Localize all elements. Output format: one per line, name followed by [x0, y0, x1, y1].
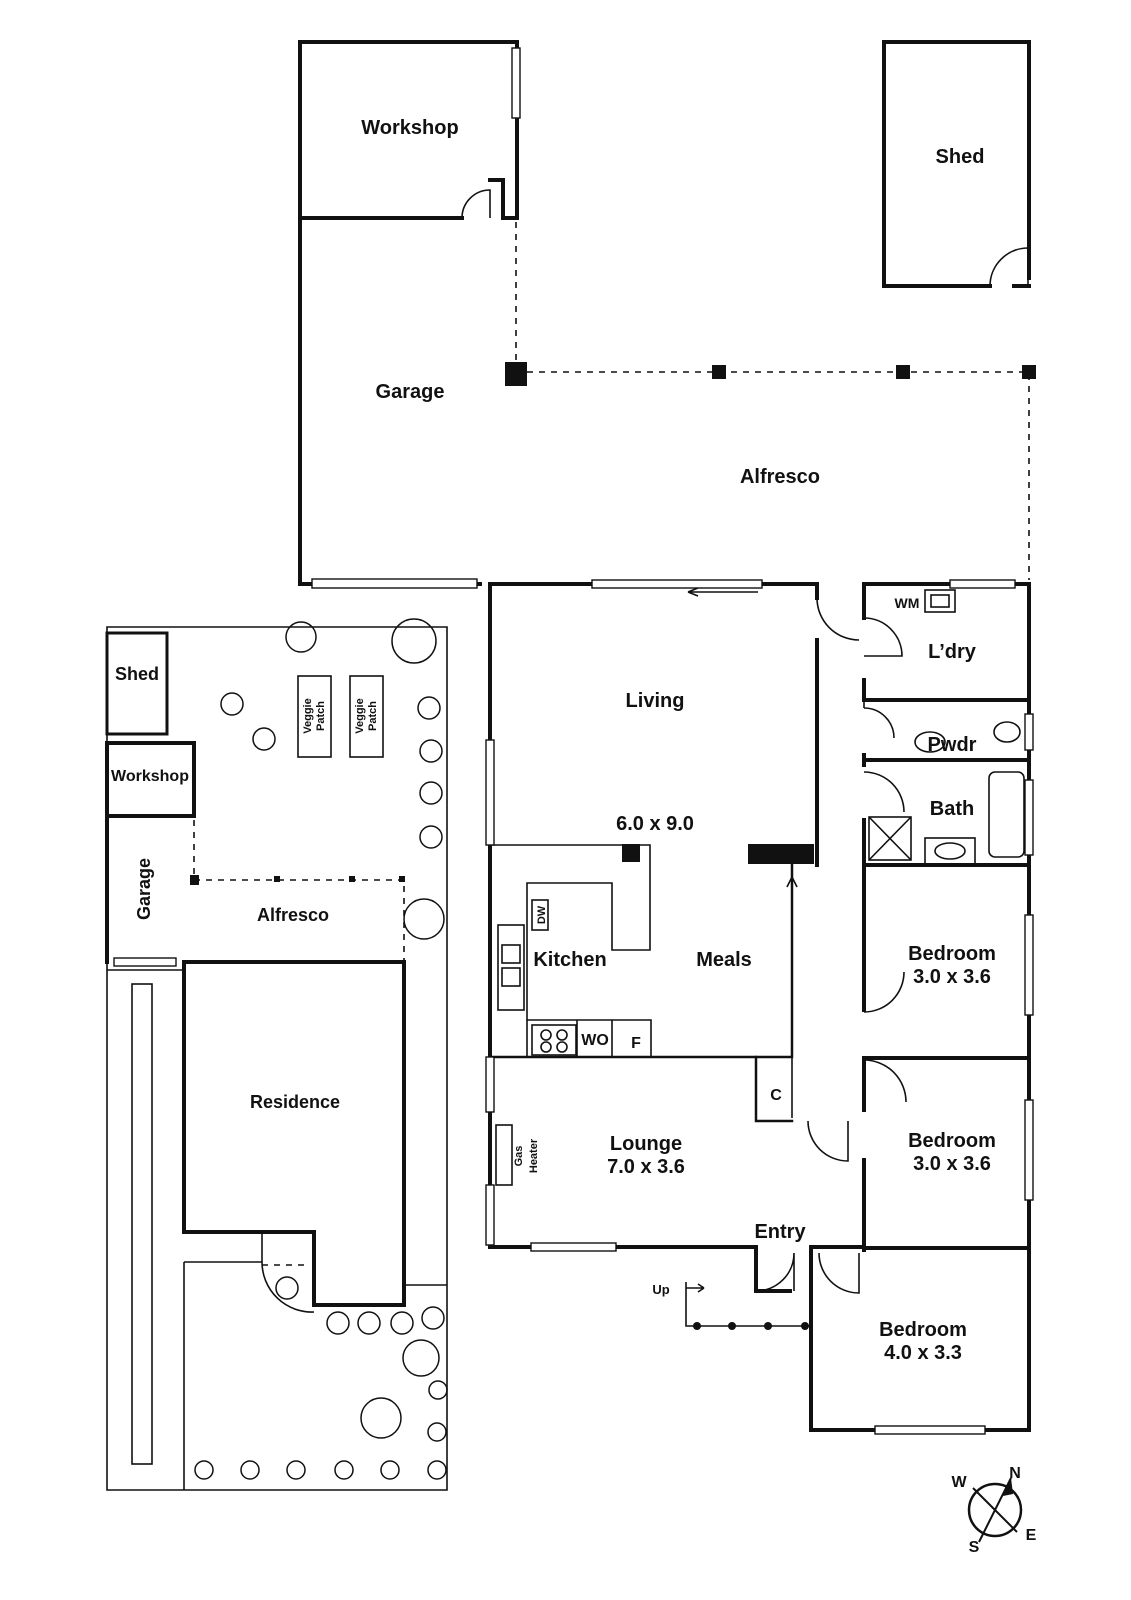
post-marker [505, 362, 527, 386]
room-label-lounge: Lounge [610, 1133, 682, 1155]
site-label-veggie-1a: Veggie [302, 698, 314, 733]
compass-ring [967, 1482, 1023, 1538]
garage-structure [298, 216, 527, 589]
room-label-bedroom-3: Bedroom [879, 1319, 967, 1341]
room-label-workshop: Workshop [361, 117, 458, 139]
room-dims-living: 6.0 x 9.0 [616, 813, 694, 835]
room-dims-bedroom-2: 3.0 x 3.6 [913, 1153, 991, 1175]
site-label-alfresco: Alfresco [257, 905, 329, 925]
room-dims-bedroom-3: 4.0 x 3.3 [884, 1342, 962, 1364]
house-fixtures [495, 587, 1025, 1330]
house-walls [488, 582, 1031, 1432]
site-label-residence: Residence [250, 1092, 340, 1112]
room-dims-lounge: 7.0 x 3.6 [607, 1156, 685, 1178]
house-windows [485, 579, 1034, 1435]
room-label-kitchen: Kitchen [533, 949, 606, 971]
room-dims-bedroom-1: 3.0 x 3.6 [913, 966, 991, 988]
site-residence-outline [182, 960, 406, 1307]
site-label-shed: Shed [115, 664, 159, 684]
compass-south: S [969, 1539, 980, 1556]
alfresco-posts [527, 365, 1036, 580]
shed-building [882, 40, 1031, 288]
veggie-patch-2 [349, 675, 384, 758]
room-label-bath: Bath [930, 798, 974, 820]
room-label-laundry: L’dry [928, 641, 977, 663]
room-label-powder: Pwdr [928, 734, 977, 756]
room-label-cupboard: C [770, 1087, 782, 1104]
room-label-living: Living [626, 690, 685, 712]
fixture-label-fridge: F [631, 1035, 641, 1052]
compass-east: E [1026, 1527, 1037, 1544]
room-label-alfresco: Alfresco [740, 466, 820, 488]
room-label-entry: Entry [754, 1221, 806, 1243]
compass-needle [972, 1477, 1018, 1543]
room-label-bedroom-1: Bedroom [908, 943, 996, 965]
site-trees [194, 618, 448, 1480]
compass-west: W [951, 1474, 967, 1491]
main-plan-labels: Workshop Shed Garage Alfresco Living 6.0… [361, 117, 996, 1364]
site-label-garage: Garage [134, 858, 154, 920]
site-label-veggie-2b: Patch [367, 701, 379, 731]
site-label-veggie-2a: Veggie [354, 698, 366, 733]
room-label-bedroom-2: Bedroom [908, 1130, 996, 1152]
fixture-label-wo: WO [581, 1032, 609, 1049]
fixture-label-dw: DW [536, 905, 548, 924]
room-label-shed: Shed [936, 146, 985, 168]
house-doors [755, 597, 907, 1294]
fixture-label-wm: WM [895, 595, 920, 611]
fixture-label-gas: Gas [513, 1146, 525, 1167]
site-label-veggie-1b: Patch [315, 701, 327, 731]
fixture-label-heater: Heater [528, 1138, 540, 1173]
veggie-patch-1 [297, 675, 332, 758]
site-shed-outline [105, 631, 169, 736]
compass-north: N [1009, 1465, 1021, 1482]
site-plan: Shed Workshop Garage Alfresco Residence … [105, 618, 448, 1491]
room-label-meals: Meals [696, 949, 752, 971]
step-label-up: Up [652, 1282, 669, 1297]
site-workshop-outline [105, 741, 196, 818]
compass: N W E S [951, 1465, 1036, 1556]
workshop-building [298, 40, 521, 220]
site-driveway-strip [131, 983, 153, 1465]
room-label-garage: Garage [376, 381, 445, 403]
site-label-workshop: Workshop [111, 768, 189, 785]
